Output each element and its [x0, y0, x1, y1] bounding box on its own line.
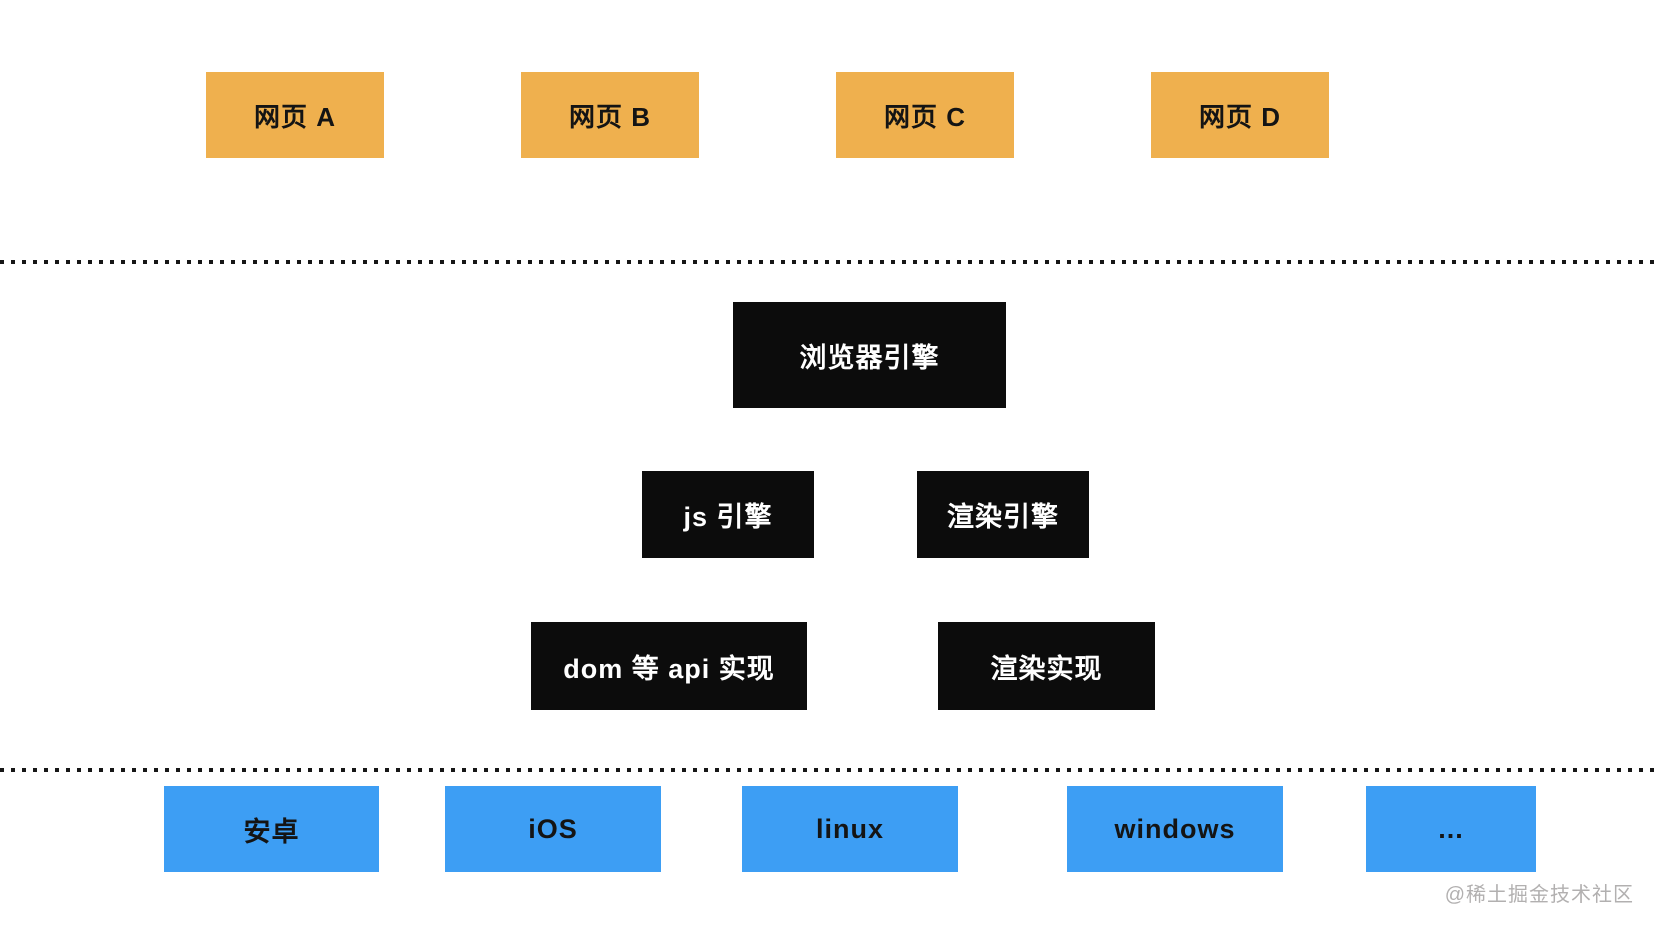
webpage-b-box: 网页 B	[521, 72, 699, 158]
watermark: @稀土掘金技术社区	[1444, 884, 1634, 906]
os-windows-label: windows	[1114, 813, 1236, 844]
os-ios-box: iOS	[445, 786, 661, 872]
js-engine-box: js 引擎	[642, 471, 814, 558]
dotted-divider-bottom	[0, 768, 1656, 772]
browser-engine-label: 浏览器引擎	[799, 342, 940, 373]
webpage-d-box: 网页 D	[1151, 72, 1329, 158]
webpage-c-label: 网页 C	[883, 101, 966, 132]
os-more-label: ...	[1438, 813, 1464, 844]
os-windows-box: windows	[1067, 786, 1283, 872]
os-ios-label: iOS	[528, 813, 578, 844]
os-android-box: 安卓	[164, 786, 379, 872]
dotted-divider-top	[0, 260, 1656, 264]
os-linux-box: linux	[742, 786, 958, 872]
browser-engine-box: 浏览器引擎	[733, 302, 1006, 408]
webpage-c-box: 网页 C	[836, 72, 1014, 158]
render-impl-box: 渲染实现	[938, 622, 1155, 710]
render-engine-label: 渲染引擎	[947, 502, 1059, 532]
webpage-b-label: 网页 B	[568, 101, 651, 132]
render-impl-label: 渲染实现	[990, 653, 1103, 684]
os-more-box: ...	[1366, 786, 1536, 872]
webpage-a-box: 网页 A	[206, 72, 384, 158]
webpage-a-label: 网页 A	[253, 101, 336, 132]
js-engine-label: js 引擎	[683, 502, 773, 532]
dom-api-impl-label: dom 等 api 实现	[563, 653, 775, 684]
os-android-label: 安卓	[243, 816, 300, 847]
dom-api-impl-box: dom 等 api 实现	[531, 622, 807, 710]
webpage-d-label: 网页 D	[1198, 101, 1281, 132]
os-linux-label: linux	[815, 813, 884, 844]
render-engine-box: 渲染引擎	[917, 471, 1089, 558]
